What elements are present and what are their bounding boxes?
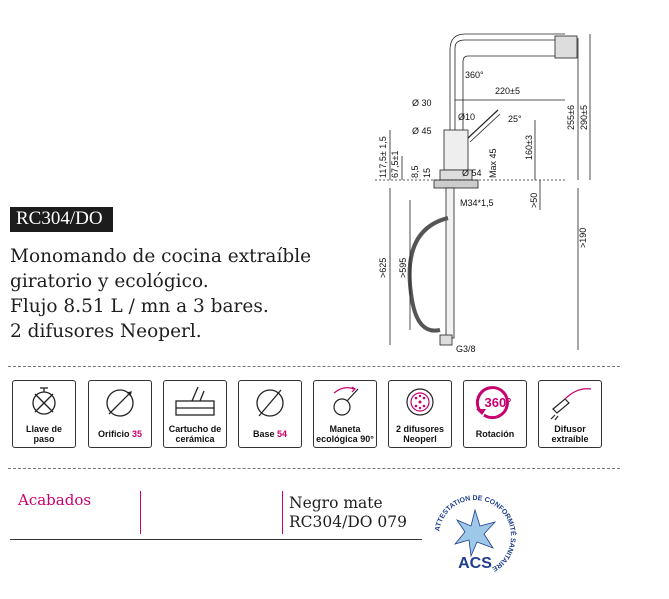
- dim-h8: 8,5: [410, 165, 420, 178]
- description-line: giratorio y ecológico.: [10, 271, 209, 292]
- dim-h67: 67,5±1: [390, 151, 400, 178]
- feature-rotation: 360° Rotación: [463, 380, 527, 448]
- dim-angle: 25°: [508, 114, 522, 124]
- feature-label: Cartucho de: [168, 424, 222, 434]
- description-line: 2 difusores Neoperl.: [10, 321, 202, 342]
- dim-d10: Ø10: [458, 112, 475, 122]
- neoperl-diffuser-icon: [406, 388, 434, 416]
- feature-label: 2 difusores: [395, 424, 444, 434]
- dim-thread: M34*1,5: [460, 198, 494, 208]
- description-line: Flujo 8.51 L / mn a 3 bares.: [10, 296, 269, 317]
- feature-base-diameter: Base 54: [238, 380, 302, 448]
- ceramic-cartridge-icon: [175, 386, 215, 416]
- dim-h625: >625: [378, 258, 388, 278]
- feature-label: Base: [252, 429, 277, 439]
- hole-diameter-icon: [106, 389, 134, 417]
- feature-label: cerámica: [175, 434, 215, 444]
- feature-label: Difusor: [554, 424, 586, 434]
- model-code-badge: RC304/DO: [10, 207, 113, 232]
- description-line: Monomando de cocina extraíble: [10, 246, 312, 267]
- dim-h50: >50: [529, 193, 539, 208]
- product-description: Monomando de cocina extraíble giratorio …: [10, 244, 311, 344]
- no-valve-icon: [32, 387, 56, 415]
- feature-label: extraíble: [551, 434, 589, 444]
- feature-label: Neoperl: [403, 434, 437, 444]
- feature-label: Orificio: [97, 429, 132, 439]
- dim-h117: 117,5± 1,5: [378, 136, 388, 178]
- seal-mark: ACS: [458, 555, 492, 572]
- dim-h595: >595: [398, 258, 408, 278]
- divider-top: [8, 366, 620, 367]
- rotation-badge: 360°: [485, 395, 512, 410]
- feature-label: Maneta: [329, 424, 361, 434]
- eco-handle-icon: [333, 386, 359, 416]
- finish-name: Negro mate: [289, 494, 383, 512]
- dim-d45: Ø 45: [412, 126, 432, 136]
- finish-column-divider: [140, 491, 141, 534]
- acs-certification-seal: ATTESTATION DE CONFORMITÉ SANITAIRE ACS: [434, 495, 518, 572]
- dim-d54: Ø 54: [462, 168, 482, 178]
- dim-reach: 220±5: [495, 86, 520, 96]
- feature-label: ecológica 90°: [316, 434, 374, 444]
- finish-entry: Negro mate RC304/DO 079: [289, 494, 407, 532]
- feature-label: Rotación: [475, 429, 515, 439]
- technical-drawing: 360° 220±5 Ø 30 Ø10 25° Ø 45 Ø 54 M34*1,…: [375, 33, 591, 354]
- feature-accent-value: 35: [132, 429, 143, 439]
- dim-rotation: 360°: [465, 70, 484, 80]
- rotation-360-icon: 360°: [475, 386, 512, 420]
- finishes-rule: [10, 539, 422, 540]
- feature-label: Llave de: [25, 424, 63, 434]
- feature-label: paso: [33, 434, 55, 444]
- finish-column-divider: [282, 491, 283, 534]
- dim-h290: 290±5: [579, 105, 589, 130]
- feature-hole-diameter: Orificio 35: [88, 380, 152, 448]
- divider-bottom: [8, 468, 620, 469]
- dim-h190: >190: [578, 228, 588, 248]
- pullout-diffuser-icon: [550, 388, 592, 421]
- finish-code: RC304/DO 079: [289, 513, 407, 531]
- base-diameter-icon: [256, 389, 284, 417]
- dim-g38: G3/8: [456, 344, 476, 354]
- dim-h160: 160±3: [524, 135, 534, 160]
- feature-accent-value: 54: [277, 429, 288, 439]
- dim-h255: 255±6: [566, 105, 576, 130]
- finishes-heading: Acabados: [18, 491, 92, 509]
- dim-h15: 15: [422, 168, 432, 178]
- dim-d30: Ø 30: [412, 98, 432, 108]
- dim-max45: Max 45: [488, 148, 498, 178]
